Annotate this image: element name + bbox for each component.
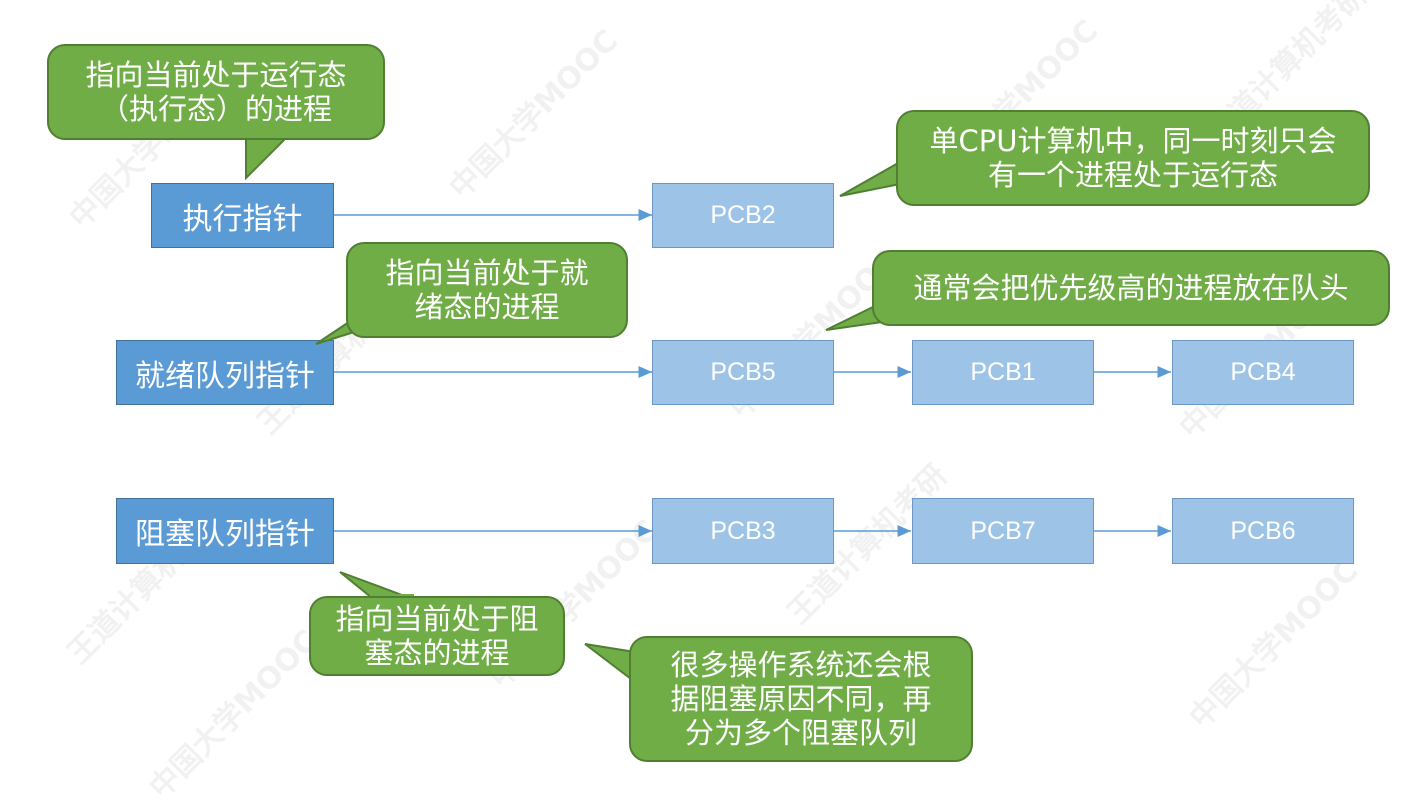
callout-multi-blocked-queues-note: 很多操作系统还会根 据阻塞原因不同，再 分为多个阻塞队列 (629, 636, 973, 762)
ready-queue-pointer-box: 就绪队列指针 (116, 340, 334, 405)
pcb-box-pcb3: PCB3 (652, 498, 834, 564)
pcb-box-pcb6: PCB6 (1172, 498, 1354, 564)
callout-exec-pointer-note: 指向当前处于运行态 （执行态）的进程 (47, 44, 385, 140)
exec-pointer-box: 执行指针 (151, 183, 334, 248)
callout-ready-pointer-note: 指向当前处于就 绪态的进程 (346, 242, 628, 338)
callout-priority-note: 通常会把优先级高的进程放在队头 (872, 250, 1390, 326)
blocked-queue-pointer-box: 阻塞队列指针 (116, 498, 334, 564)
pcb-box-pcb7: PCB7 (912, 498, 1094, 564)
pcb-box-pcb4: PCB4 (1172, 340, 1354, 405)
pcb-box-pcb5: PCB5 (652, 340, 834, 405)
pcb-box-pcb2: PCB2 (652, 183, 834, 248)
callout-blocked-pointer-note: 指向当前处于阻 塞态的进程 (309, 596, 565, 676)
callout-single-cpu-note: 单CPU计算机中，同一时刻只会 有一个进程处于运行态 (896, 110, 1370, 206)
arrows-layer (334, 209, 1171, 537)
pcb-box-pcb1: PCB1 (912, 340, 1094, 405)
